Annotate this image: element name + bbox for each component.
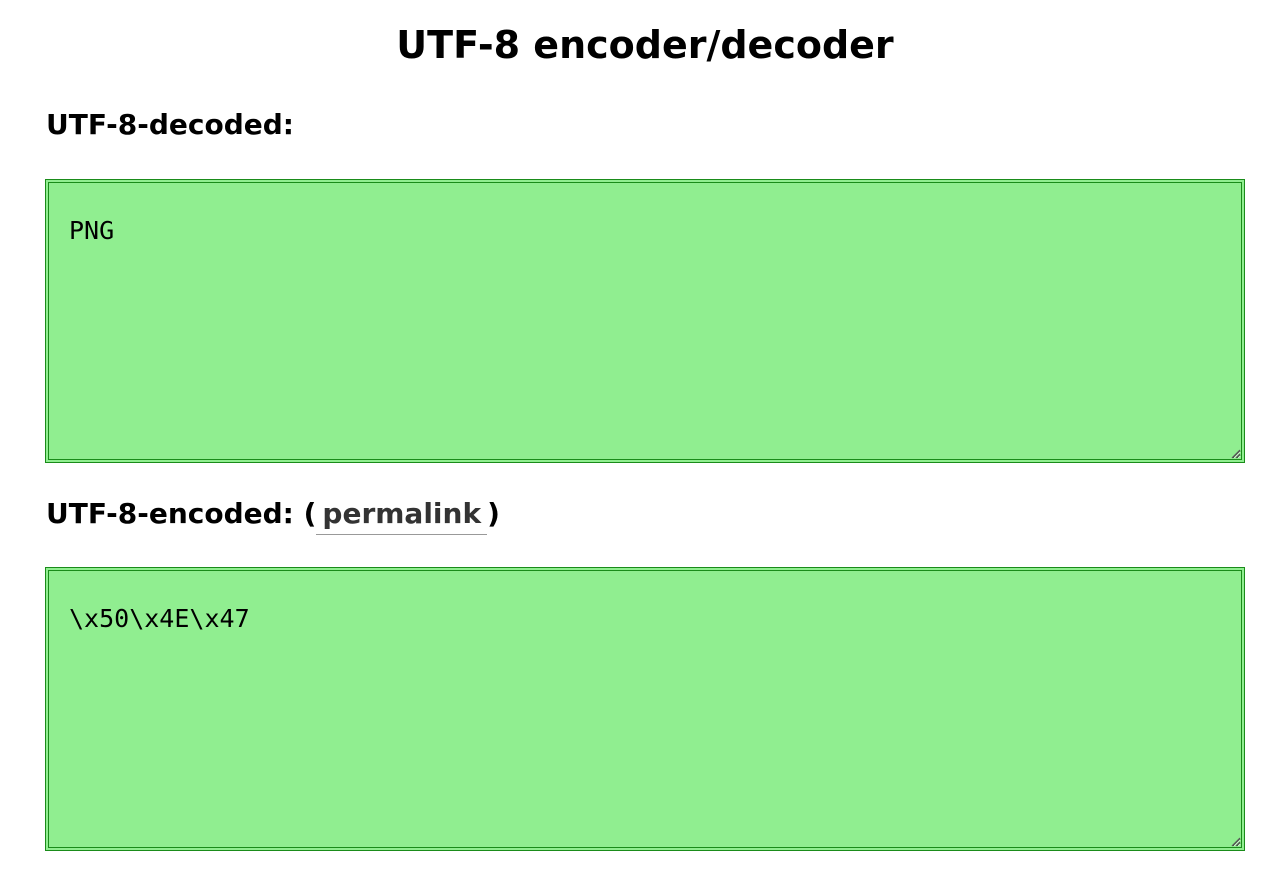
encoded-heading-label: UTF-8-encoded: — [46, 497, 294, 530]
decoded-textarea[interactable]: PNG — [45, 179, 1245, 463]
paren-close: ) — [487, 497, 500, 530]
resize-grip-icon[interactable] — [1229, 835, 1241, 847]
decoded-heading: UTF-8-decoded: — [46, 108, 294, 141]
paren-open: ( — [303, 497, 317, 530]
permalink-link[interactable]: permalink — [316, 496, 488, 535]
encoded-heading: UTF-8-encoded: (permalink) — [46, 496, 500, 535]
encoded-textarea[interactable]: \x50\x4E\x47 — [45, 567, 1245, 851]
page-title: UTF-8 encoder/decoder — [396, 23, 894, 67]
resize-grip-icon[interactable] — [1229, 447, 1241, 459]
